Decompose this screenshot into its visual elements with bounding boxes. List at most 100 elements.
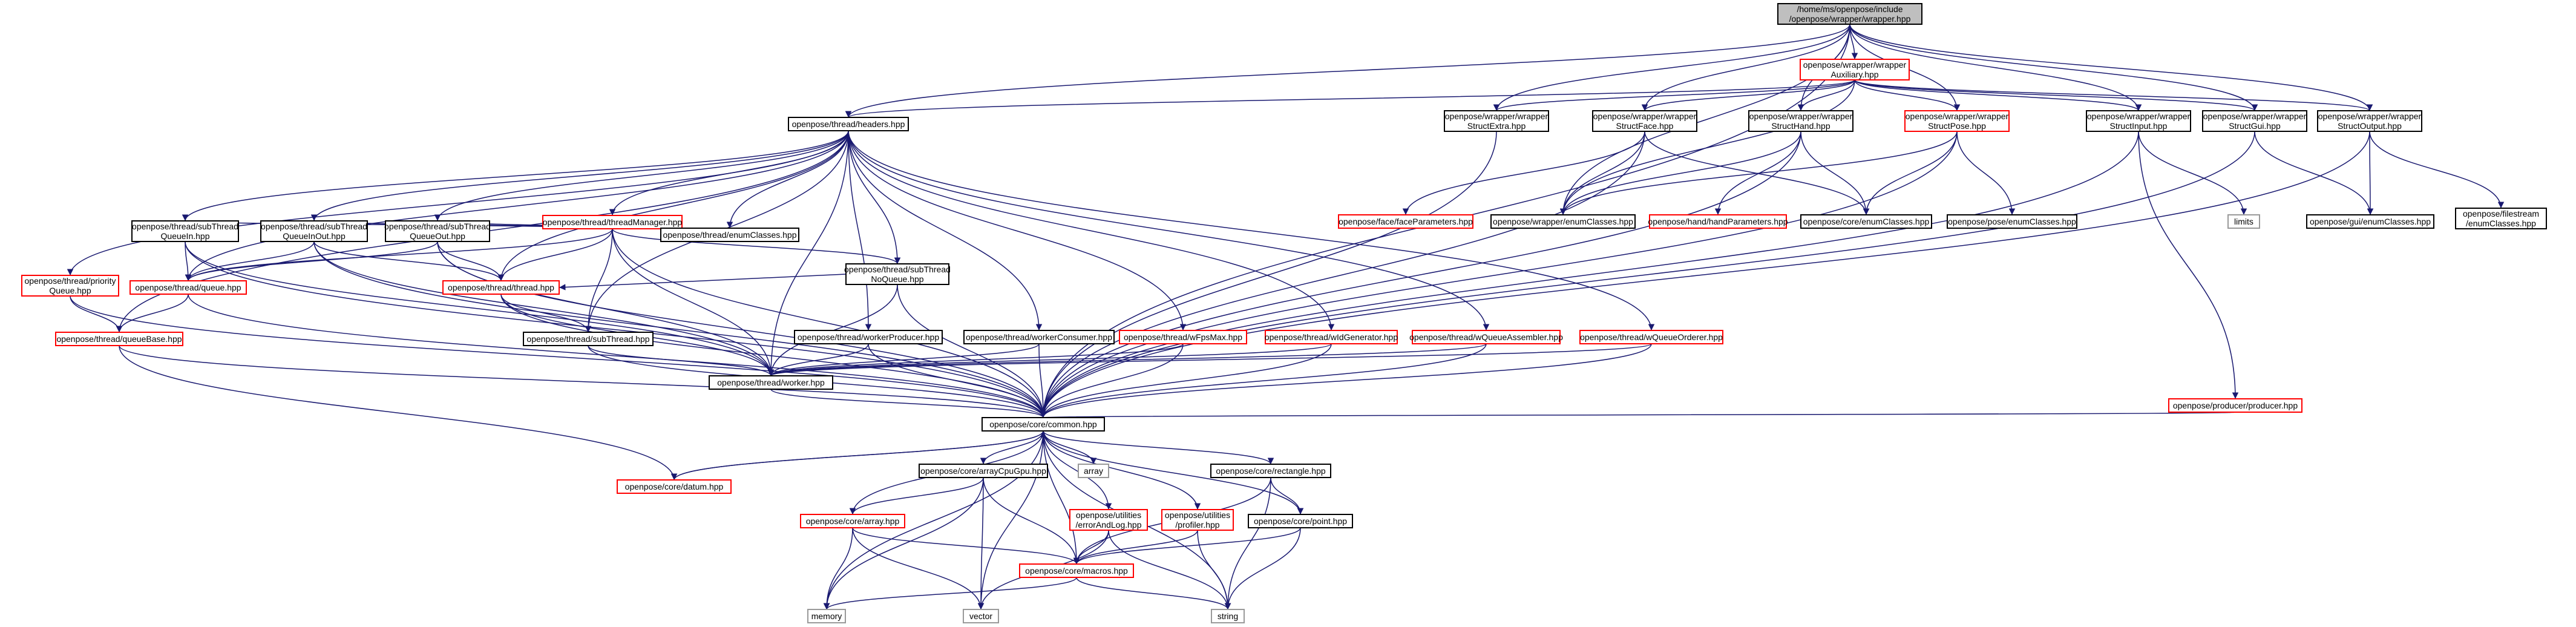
node-corePoint[interactable]: openpose/core/point.hpp	[1248, 514, 1353, 528]
node-label: openpose/core/array.hpp	[806, 516, 900, 526]
node-subThread[interactable]: openpose/thread/subThread.hpp	[523, 332, 654, 346]
node-faceParameters[interactable]: openpose/face/faceParameters.hpp	[1338, 214, 1473, 229]
node-arrayCpuGpu[interactable]: openpose/core/arrayCpuGpu.hpp	[919, 464, 1048, 478]
edge-priorityQueue-to-queueBase	[70, 295, 123, 333]
node-label: openpose/thread/subThread	[132, 222, 238, 231]
edge-wrapperStructExtra-to-coreCommon	[1040, 131, 1497, 418]
edge-line	[1956, 131, 2016, 215]
edge-line	[1849, 24, 2373, 111]
edge-line	[1043, 430, 1304, 515]
node-label: openpose/thread/enumClasses.hpp	[663, 230, 796, 240]
node-coreCommon[interactable]: openpose/core/common.hpp	[982, 417, 1105, 432]
edge-line	[1849, 24, 2142, 111]
node-label: openpose/thread/queueBase.hpp	[56, 334, 182, 344]
node-box	[1211, 609, 1245, 623]
edge-line	[1224, 477, 1271, 610]
edge-line	[726, 130, 849, 229]
node-filestreamEnumClasses[interactable]: openpose/filestream/enumClasses.hpp	[2455, 208, 2547, 229]
edge-profiler-to-string	[1197, 530, 1231, 610]
node-box	[1161, 509, 1234, 531]
node-box	[800, 514, 905, 528]
edge-line	[2254, 131, 2374, 215]
edge-threadManager-to-worker	[612, 228, 775, 376]
edge-line	[897, 284, 1047, 418]
edge-wrapperAuxiliary-to-wrapperStructExtra	[1493, 79, 1855, 111]
edge-line	[1043, 410, 2236, 418]
edge-line	[1854, 79, 1961, 111]
node-label: /profiler.hpp	[1175, 520, 1219, 530]
node-coreArray[interactable]: openpose/core/array.hpp	[800, 514, 905, 528]
edge-line	[1043, 430, 1274, 465]
edge-threadHeaders-to-subThreadQueueIn	[182, 130, 849, 222]
node-label: openpose/thread/subThread	[384, 222, 491, 231]
node-threadManager[interactable]: openpose/thread/threadManager.hpp	[542, 215, 683, 229]
node-box	[1800, 214, 1932, 229]
node-coreEnumClasses[interactable]: openpose/core/enumClasses.hpp	[1800, 214, 1932, 229]
edge-line	[852, 527, 985, 610]
edge-subThreadQueueInOut-to-threadQueue	[185, 241, 315, 281]
node-wQueueAssembler[interactable]: openpose/thread/wQueueAssembler.hpp	[1409, 330, 1563, 344]
node-label: StructGui.hpp	[2229, 121, 2281, 131]
edge-subThreadQueueOut-to-coreCommon	[437, 241, 1047, 418]
node-producer[interactable]: openpose/producer/producer.hpp	[2168, 398, 2302, 413]
node-box	[260, 220, 368, 242]
node-box	[1019, 563, 1134, 578]
node-threadQueue[interactable]: openpose/thread/queue.hpp	[129, 280, 247, 295]
edge-wQueueAssembler-to-worker	[768, 343, 1487, 376]
node-workerProducer[interactable]: openpose/thread/workerProducer.hpp	[794, 330, 943, 344]
node-rectangle[interactable]: openpose/core/rectangle.hpp	[1210, 464, 1331, 478]
node-wrapperEnumClasses[interactable]: openpose/wrapper/enumClasses.hpp	[1490, 214, 1636, 229]
edge-wrapperStructGui-to-coreCommon	[1040, 131, 2255, 418]
edge-corePoint-to-macros	[1073, 527, 1301, 565]
edge-line	[185, 241, 315, 281]
edge-line	[977, 430, 1044, 610]
edge-line	[500, 294, 592, 333]
edge-line	[497, 228, 613, 281]
edge-coreArray-to-macros	[852, 527, 1080, 565]
node-box	[2455, 208, 2547, 229]
node-wIdGenerator[interactable]: openpose/thread/wIdGenerator.hpp	[1265, 330, 1398, 344]
node-worker[interactable]: openpose/thread/worker.hpp	[709, 375, 833, 390]
edge-line	[848, 130, 1335, 331]
edge-line	[497, 130, 849, 281]
node-errorAndLog[interactable]: openpose/utilities/errorAndLog.hpp	[1069, 509, 1148, 531]
node-poseEnumClasses[interactable]: openpose/pose/enumClasses.hpp	[1947, 214, 2077, 229]
node-guiEnumClasses[interactable]: openpose/gui/enumClasses.hpp	[2306, 214, 2434, 229]
node-datum[interactable]: openpose/core/datum.hpp	[617, 479, 732, 494]
edge-line	[185, 241, 1047, 418]
node-label: /errorAndLog.hpp	[1076, 520, 1142, 530]
node-threadEnumClasses[interactable]: openpose/thread/enumClasses.hpp	[660, 228, 799, 242]
edge-workerProducer-to-worker	[767, 343, 869, 376]
node-label: openpose/wrapper/wrapper	[2087, 111, 2191, 121]
node-macros[interactable]: openpose/core/macros.hpp	[1019, 563, 1134, 578]
node-label: /enumClasses.hpp	[2466, 218, 2536, 228]
node-threadThread[interactable]: openpose/thread/thread.hpp	[442, 280, 560, 295]
node-handParameters[interactable]: openpose/hand/handParameters.hpp	[1648, 214, 1788, 229]
edge-line	[1038, 343, 1047, 418]
node-queueBase[interactable]: openpose/thread/queueBase.hpp	[55, 332, 183, 346]
edge-wrapperStructFace-to-coreEnumClasses	[1644, 131, 1870, 215]
edge-wrapperStructOutput-to-filestreamEnumClasses	[2369, 131, 2505, 209]
edge-line	[612, 228, 901, 264]
node-wQueueOrderer[interactable]: openpose/thread/wQueueOrderer.hpp	[1579, 330, 1723, 344]
node-threadHeaders[interactable]: openpose/thread/headers.hpp	[788, 117, 909, 131]
node-wFpsMax[interactable]: openpose/thread/wFpsMax.hpp	[1119, 330, 1247, 344]
node-profiler[interactable]: openpose/utilities/profiler.hpp	[1161, 509, 1234, 531]
node-workerConsumer[interactable]: openpose/thread/workerConsumer.hpp	[963, 330, 1115, 344]
node-label: limits	[2234, 217, 2253, 226]
edge-wFpsMax-to-coreCommon	[1040, 343, 1184, 418]
nodes-layer: /home/ms/openpose/include/openpose/wrapp…	[21, 3, 2547, 623]
